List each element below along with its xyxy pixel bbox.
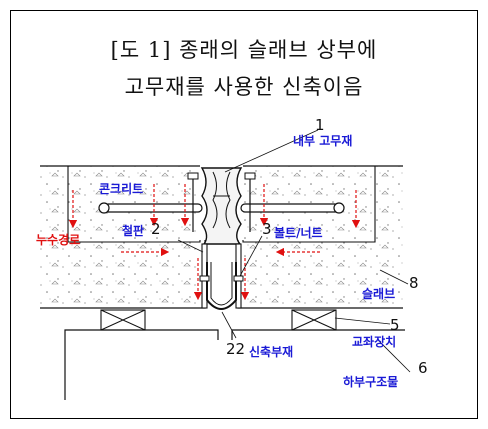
label-bearing: 교좌장치: [352, 335, 397, 349]
label-steel-plate: 철판: [122, 224, 145, 238]
figure-title-line2: 고무재를 사용한 신축이음: [124, 75, 364, 99]
label-number-2: 2: [151, 220, 161, 238]
label-substructure: 하부구조물: [343, 375, 399, 389]
label-number-6: 6: [418, 359, 428, 377]
leader-lines: [177, 129, 411, 373]
label-number-8: 8: [409, 274, 419, 292]
label-number-3: 3: [262, 220, 272, 238]
label-leak-path: 누수경로: [36, 233, 81, 247]
figure-title-line1: [도 1] 종래의 슬래브 상부에: [110, 38, 378, 62]
label-number-22: 22: [226, 340, 246, 358]
label-bolt-nut: 볼트/너트: [274, 226, 323, 240]
anchor-bars: [98, 172, 345, 232]
leak-path-arrows: [68, 184, 361, 301]
label-concrete: 콘크리트: [99, 182, 144, 196]
label-number-5: 5: [390, 316, 400, 334]
steel-plates: [199, 243, 244, 310]
label-expansion-member: 신축부재: [249, 345, 294, 359]
label-inner-rubber: 내부 고무재: [293, 134, 353, 148]
label-slab: 슬래브: [362, 287, 396, 301]
label-number-1: 1: [315, 116, 325, 134]
slab-concrete: [40, 165, 403, 309]
bearings: [100, 309, 337, 331]
inner-rubber-seal: [200, 167, 243, 245]
figure-frame: [10, 10, 478, 419]
